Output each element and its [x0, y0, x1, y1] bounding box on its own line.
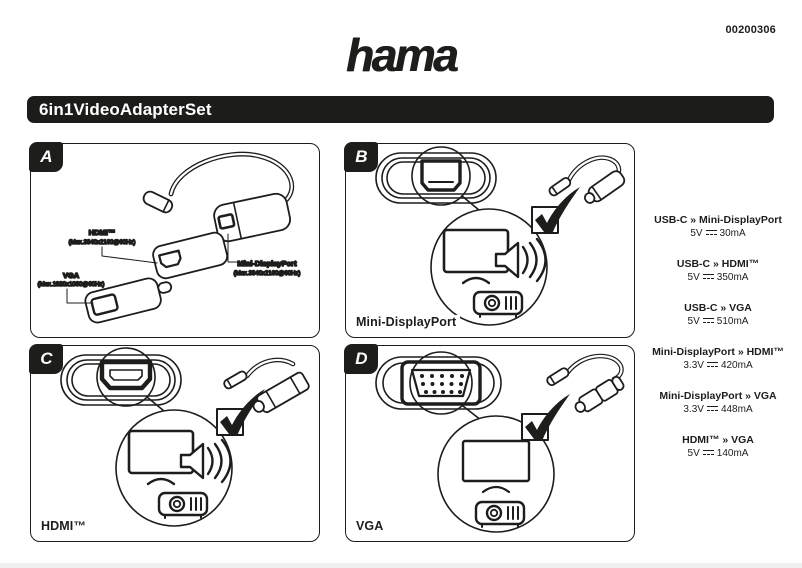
- spec-title: Mini-DisplayPort » HDMI™: [652, 346, 784, 358]
- spec-title: USB-C » VGA: [684, 302, 752, 314]
- callout-minidp-max: (Max.3840x2160@60Hz): [234, 271, 301, 277]
- spec-usbc-vga: USB-C » VGA 5V 510mA: [630, 302, 802, 328]
- projector-icon: [472, 290, 524, 318]
- speaker-icon: [179, 442, 205, 480]
- checkmark-icon: [525, 394, 570, 441]
- magnifier-circle: [409, 351, 473, 415]
- spec-minidp-vga: Mini-DisplayPort » VGA 3.3V 448mA: [630, 390, 802, 416]
- monitor-icon: [461, 439, 531, 483]
- panel-c-illustration: [60, 347, 310, 527]
- callout-hdmi-max: (Max.3840x2160@60Hz): [69, 240, 136, 246]
- spec-value: 3.3V 448mA: [630, 403, 802, 416]
- checkmark-icon: [220, 389, 265, 436]
- monitor-stand-icon: [146, 477, 176, 486]
- panel-b-caption: Mini-DisplayPort: [356, 315, 461, 329]
- callout-minidp-leader: [227, 233, 238, 263]
- vga-port-icon: [400, 360, 482, 406]
- spec-current: 140mA: [716, 448, 749, 459]
- speaker-icon: [494, 241, 520, 279]
- power-specs-column: USB-C » Mini-DisplayPort 5V 30mA USB-C »…: [630, 214, 802, 460]
- spec-usbc-minidp: USB-C » Mini-DisplayPort 5V 30mA: [630, 214, 802, 240]
- panel-d-illustration: [375, 351, 625, 533]
- dc-current-icon: [706, 406, 718, 415]
- devices-circle: [437, 415, 555, 533]
- usb-c-to-hdmi-adapter: [223, 357, 310, 414]
- part-number: 00200306: [725, 24, 776, 36]
- dc-current-icon: [706, 362, 718, 371]
- brand-logo: hama: [345, 29, 459, 81]
- spec-voltage: 5V: [687, 448, 700, 459]
- panel-d-caption: VGA: [356, 519, 388, 533]
- usb-c-plug-icon: [142, 190, 174, 214]
- panel-a: HDMI™ (Max.3840x2160@60Hz) Mini-DisplayP…: [29, 142, 320, 338]
- spec-current: 448mA: [720, 404, 753, 415]
- spec-voltage: 3.3V: [683, 360, 704, 371]
- mini-displayport-adapter: [213, 192, 291, 243]
- product-title-bar: 6in1VideoAdapterSet: [27, 96, 774, 123]
- panel-d: VGA D: [344, 344, 635, 542]
- spec-value: 5V 510mA: [630, 315, 802, 328]
- spec-hdmi-vga: HDMI™ » VGA 5V 140mA: [630, 434, 802, 460]
- hdmi-port-icon: [99, 359, 153, 391]
- spec-value: 5V 30mA: [630, 227, 802, 240]
- spec-value: 3.3V 420mA: [630, 359, 802, 372]
- panel-b-illustration: [375, 146, 626, 326]
- spec-title: HDMI™ » VGA: [682, 434, 754, 446]
- spec-usbc-hdmi: USB-C » HDMI™ 5V 350mA: [630, 258, 802, 284]
- page-bottom-edge: [0, 563, 802, 568]
- spec-value: 5V 350mA: [630, 271, 802, 284]
- spec-title: Mini-DisplayPort » VGA: [659, 390, 777, 402]
- sound-waves-icon: [206, 438, 232, 484]
- panel-b-label: B: [344, 142, 379, 173]
- callout-vga-max: (Max.1920x1080@60Hz): [38, 282, 105, 288]
- spec-voltage: 3.3V: [683, 404, 704, 415]
- sound-waves-icon: [521, 237, 547, 283]
- spec-minidp-hdmi: Mini-DisplayPort » HDMI™ 3.3V 420mA: [630, 346, 802, 372]
- mini-displayport-port-icon: [420, 159, 462, 192]
- dc-current-icon: [702, 450, 714, 459]
- spec-title: USB-C » HDMI™: [676, 258, 760, 270]
- spec-current: 420mA: [720, 360, 753, 371]
- dc-current-icon: [702, 274, 714, 283]
- spec-voltage: 5V: [687, 316, 700, 327]
- monitor-stand-icon: [461, 276, 491, 285]
- spec-value: 5V 140mA: [630, 447, 802, 460]
- callout-minidp-name: Mini-DisplayPort: [237, 259, 297, 268]
- usb-c-to-vga-adapter: [546, 353, 625, 413]
- monitor-stand-icon: [481, 485, 511, 494]
- vga-adapter: [84, 277, 173, 324]
- callout-vga-leader: [66, 288, 94, 304]
- callout-vga-name: VGA: [63, 271, 80, 280]
- spec-title: USB-C » Mini-DisplayPort: [654, 214, 782, 226]
- projector-icon: [474, 500, 526, 528]
- callout-hdmi-leader: [101, 246, 158, 264]
- panel-b: Mini-DisplayPort B: [344, 142, 635, 338]
- panel-c: HDMI™ C: [29, 344, 320, 542]
- panel-c-label: C: [29, 344, 64, 375]
- magnifier-circle: [411, 146, 471, 206]
- spec-voltage: 5V: [687, 272, 700, 283]
- product-title: 6in1VideoAdapterSet: [39, 99, 212, 119]
- spec-current: 350mA: [716, 272, 749, 283]
- spec-current: 30mA: [719, 228, 746, 239]
- dc-current-icon: [705, 230, 717, 239]
- dc-current-icon: [702, 318, 714, 327]
- spec-voltage: 5V: [690, 228, 703, 239]
- magnifier-circle: [96, 347, 156, 407]
- spec-current: 510mA: [716, 316, 749, 327]
- callout-hdmi-name: HDMI™: [89, 228, 116, 237]
- hdmi-adapter: [152, 231, 229, 280]
- panel-a-illustration: HDMI™ (Max.3840x2160@60Hz) Mini-DisplayP…: [37, 151, 301, 324]
- checkmark-icon: [535, 187, 580, 234]
- panel-c-caption: HDMI™: [41, 519, 90, 533]
- panel-a-label: A: [29, 142, 64, 173]
- usb-c-cable: [168, 151, 295, 207]
- panel-d-label: D: [344, 344, 379, 375]
- projector-icon: [157, 491, 209, 519]
- usb-c-to-minidp-adapter: [548, 155, 626, 204]
